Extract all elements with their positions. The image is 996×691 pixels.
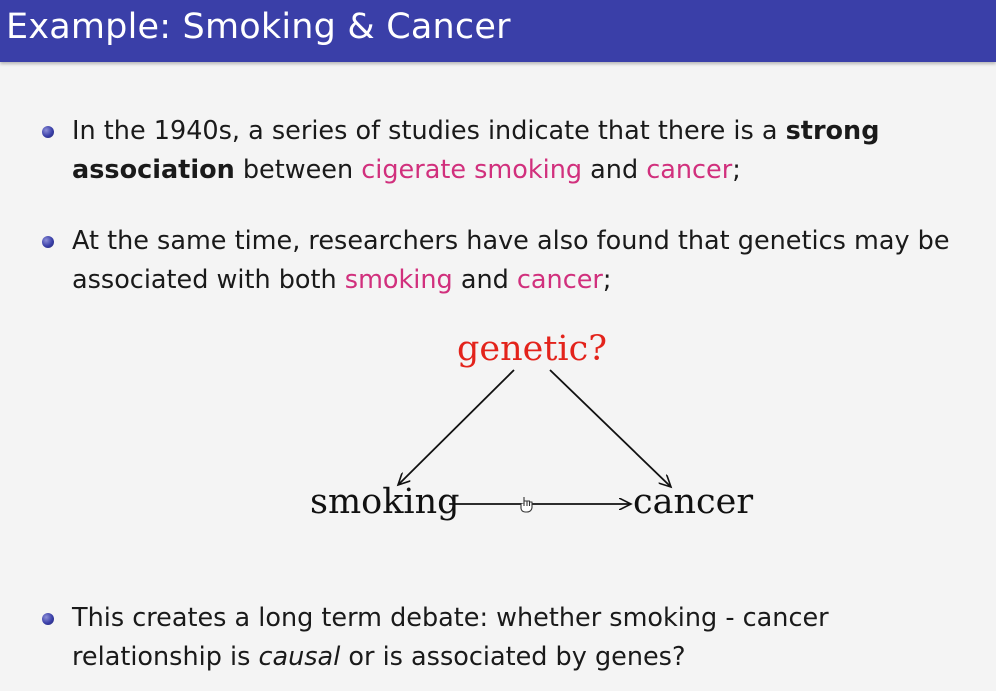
slide-content: In the 1940s, a series of studies indica…	[0, 62, 996, 691]
diagram-node-cancer: cancer	[633, 482, 753, 522]
bullet-1-highlight-smoking: cigerate smoking	[361, 155, 583, 185]
bullet-1-text-b: between	[234, 155, 362, 185]
bullet-item-3: This creates a long term debate: whether…	[42, 599, 962, 677]
bullet-1-bold: strong association	[72, 116, 880, 185]
bullet-2-text-b: and	[452, 265, 517, 295]
bullet-2-highlight-cancer: cancer	[516, 265, 603, 295]
arrow-genetic-to-cancer	[549, 369, 671, 487]
diagram-node-genetic: genetic?	[457, 329, 607, 369]
slide-title: Example: Smoking & Cancer	[6, 7, 511, 47]
bullet-dot-icon	[42, 126, 54, 138]
bullet-dot-icon	[42, 613, 54, 625]
bullet-1-text-d: ;	[732, 155, 741, 185]
bullet-3-italic-causal: causal	[258, 642, 341, 672]
causal-diagram: genetic? smoking cancer	[310, 329, 753, 522]
bullet-1-text-a: In the 1940s, a series of studies indica…	[72, 116, 786, 146]
arrow-genetic-to-smoking	[398, 369, 515, 485]
bullet-1-highlight-cancer: cancer	[646, 155, 733, 185]
hand-cursor-icon	[520, 497, 533, 513]
bullet-3-text-a: This creates a long term debate: whether…	[72, 603, 829, 672]
bullet-item-2: At the same time, researchers have also …	[42, 222, 962, 300]
bullet-3-text-b: or is associated by genes?	[340, 642, 686, 672]
bullet-dot-icon	[42, 236, 54, 248]
bullet-2-text-c: ;	[602, 265, 612, 295]
slide-title-bar: Example: Smoking & Cancer	[0, 0, 996, 62]
bullet-2-text-a: At the same time, researchers have also …	[72, 226, 950, 295]
bullet-item-1: In the 1940s, a series of studies indica…	[42, 112, 962, 190]
bullet-1-text-c: and	[582, 155, 647, 185]
bullet-2-highlight-smoking: smoking	[344, 265, 453, 295]
diagram-node-smoking: smoking	[310, 482, 460, 522]
